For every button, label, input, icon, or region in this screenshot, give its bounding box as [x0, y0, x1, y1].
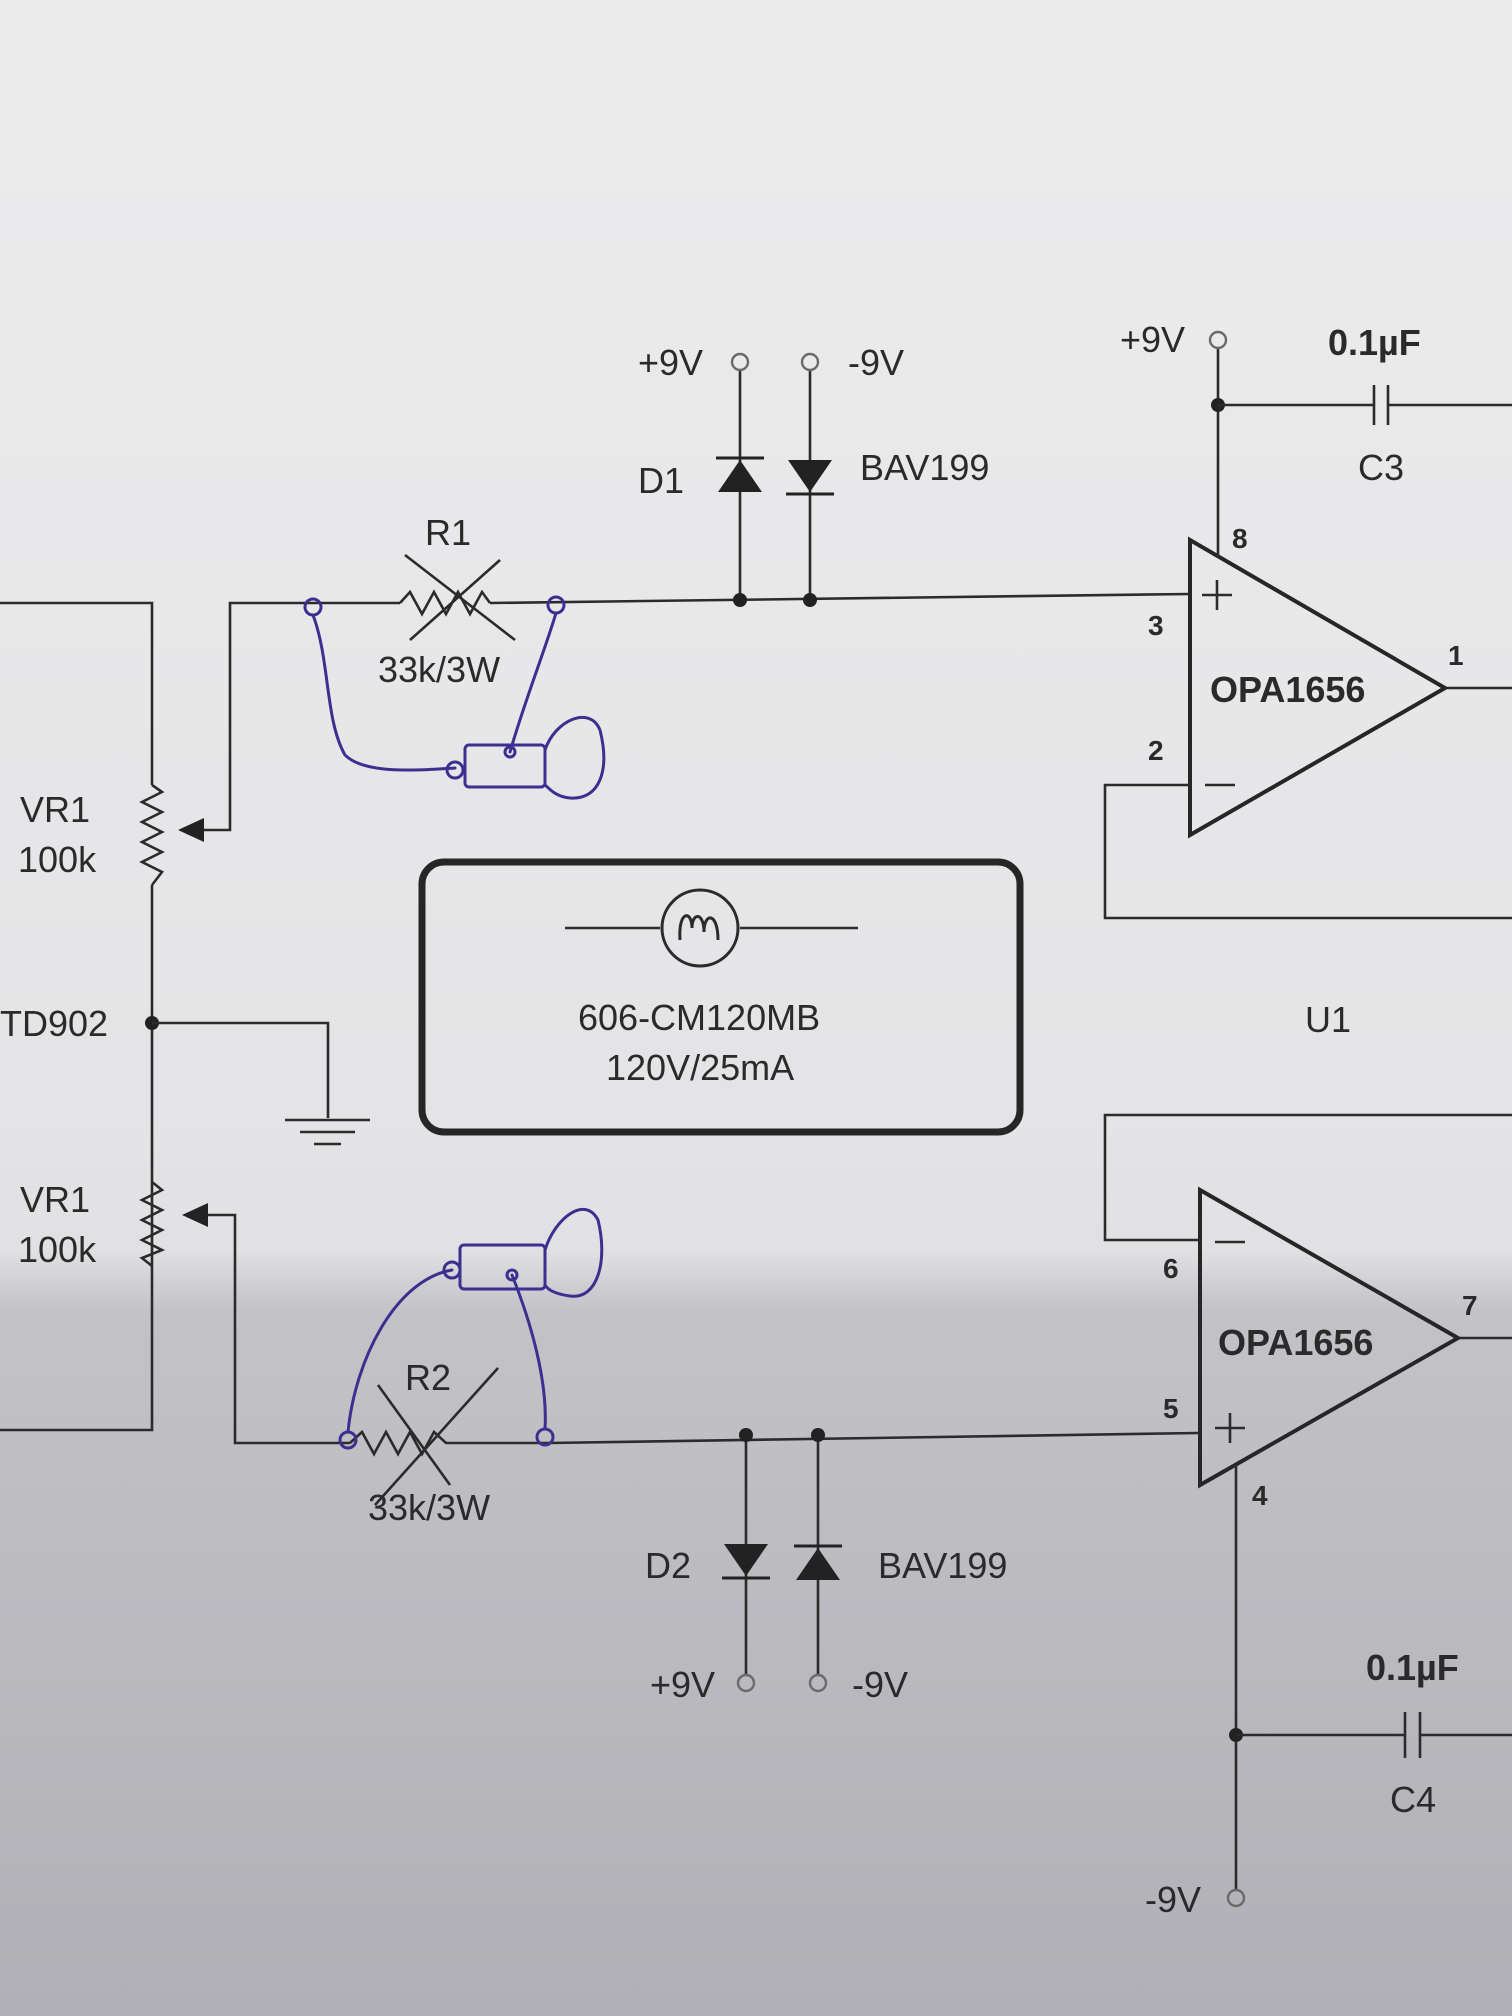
pin-b-vee: 4: [1252, 1480, 1268, 1511]
d1-diode-pair: [716, 352, 834, 607]
lamp-rating: 120V/25mA: [606, 1047, 794, 1088]
r1-resistor: [399, 553, 516, 642]
r2-resistor: [349, 1367, 1199, 1506]
lamp-box: [418, 858, 1024, 1136]
c3-ref: C3: [1358, 447, 1404, 488]
opamp-a-part: OPA1656: [1210, 669, 1365, 710]
td902-ground-wire: [145, 1016, 370, 1146]
bot-neg-supply: -9V: [852, 1664, 908, 1705]
d2-ref: D2: [645, 1545, 691, 1586]
photo-shadow: [0, 1250, 1512, 2016]
c3-value: 0.1µF: [1328, 322, 1421, 363]
opamp-bot-supply: -9V: [1145, 1879, 1201, 1920]
top-pos-supply: +9V: [638, 342, 703, 383]
pin-a-out: 1: [1448, 640, 1464, 671]
hand-drawn-lamp-top: [303, 595, 606, 800]
r2-value: 33k/3W: [368, 1487, 490, 1528]
pin-a-plus: 3: [1148, 610, 1164, 641]
d2-part: BAV199: [878, 1545, 1007, 1586]
top-neg-supply: -9V: [848, 342, 904, 383]
td902-label: TD902: [0, 1003, 108, 1044]
vr1-top-value: 100k: [18, 839, 97, 880]
opamp-a: [1103, 330, 1512, 920]
d2-diode-pair: [722, 1428, 842, 1693]
c4-value: 0.1µF: [1366, 1647, 1459, 1688]
vr1-top-ref: VR1: [20, 789, 90, 830]
vr1-top-potentiometer: [139, 783, 204, 886]
opamp-b: [1103, 1113, 1512, 1908]
pin-b-out: 7: [1462, 1290, 1478, 1321]
hand-drawn-lamp-bottom: [338, 1207, 604, 1450]
lamp-part: 606-CM120MB: [578, 997, 820, 1038]
r1-value: 33k/3W: [378, 649, 500, 690]
opamp-b-part: OPA1656: [1218, 1322, 1373, 1363]
r1-ref: R1: [425, 512, 471, 553]
pin-b-plus: 5: [1163, 1393, 1179, 1424]
opamp-top-supply: +9V: [1120, 319, 1185, 360]
c4-ref: C4: [1390, 1779, 1436, 1820]
vr1-bot-ref: VR1: [20, 1179, 90, 1220]
pin-a-vcc: 8: [1232, 523, 1248, 554]
pin-a-minus: 2: [1148, 735, 1164, 766]
vr1-bottom-potentiometer: [139, 1180, 350, 1445]
u1-ref: U1: [1305, 999, 1351, 1040]
pin-b-minus: 6: [1163, 1253, 1179, 1284]
bot-pos-supply: +9V: [650, 1664, 715, 1705]
d1-ref: D1: [638, 460, 684, 501]
vr1-bot-value: 100k: [18, 1229, 97, 1270]
d1-part: BAV199: [860, 447, 989, 488]
r2-ref: R2: [405, 1357, 451, 1398]
top-input-wires: [0, 592, 1191, 1432]
